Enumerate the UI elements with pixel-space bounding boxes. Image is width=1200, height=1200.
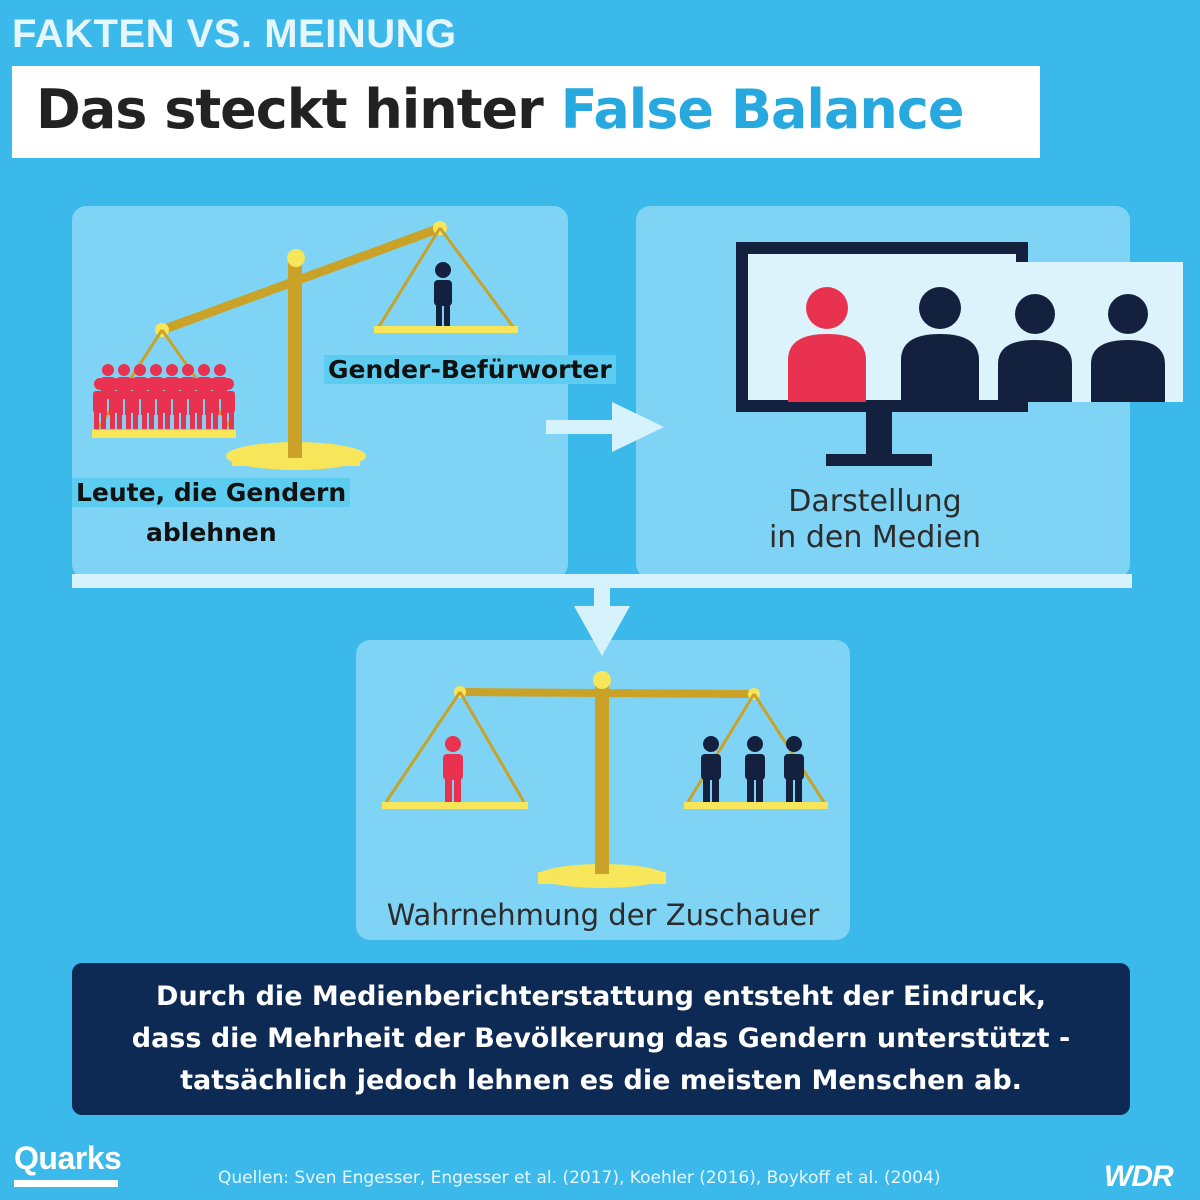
- perceived-supporters-group-icon: [701, 736, 804, 802]
- title-banner: Das steckt hinter False Balance: [12, 66, 1040, 158]
- summary-line-2: dass die Mehrheit der Bevölkerung das Ge…: [131, 1023, 1071, 1054]
- scale-beam: [157, 223, 445, 335]
- crowd-person-icon: [109, 378, 123, 429]
- scale-string: [686, 693, 756, 803]
- quarks-logo-underline: [14, 1180, 118, 1187]
- title-text: Das steckt hinter: [36, 78, 561, 141]
- scale-pole: [288, 262, 302, 458]
- opponents-crowd-icon: [93, 364, 235, 429]
- tv-opponent-person-icon: [788, 287, 866, 402]
- title-accent-text: False Balance: [560, 78, 965, 141]
- scale-right-pan: [684, 802, 828, 809]
- scale-pivot: [593, 671, 611, 689]
- reality-balance-scale-icon: [92, 221, 664, 470]
- crowd-person-icon: [173, 378, 187, 429]
- scale-base-foot: [538, 872, 666, 884]
- crowd-person-icon: [205, 378, 219, 429]
- crowd-person-icon: [125, 378, 139, 429]
- scale-string: [438, 227, 516, 329]
- scale-base-foot: [232, 452, 360, 466]
- perception-caption: Wahrnehmung der Zuschauer: [386, 898, 820, 932]
- page-title: Das steckt hinter False Balance: [36, 78, 965, 141]
- tv-supporter-person-icon: [901, 287, 1165, 402]
- perceived-opponent-person-icon: [443, 736, 463, 802]
- arrow-right-icon: [546, 402, 664, 452]
- tv-screen-icon: [574, 242, 1183, 656]
- crowd-person-icon: [157, 378, 171, 429]
- scale-beam: [456, 688, 758, 698]
- sources-text: Quellen: Sven Engesser, Engesser et al. …: [218, 1168, 941, 1188]
- summary-box: Durch die Medienberichterstattung entste…: [72, 963, 1130, 1115]
- scale-left-pan: [382, 802, 528, 809]
- tv-foot: [826, 454, 932, 466]
- crowd-person-icon: [189, 378, 203, 429]
- opponents-label-line2: ablehnen: [146, 518, 277, 547]
- crowd-person-icon: [93, 378, 107, 429]
- media-caption-line2: in den Medien: [768, 520, 982, 555]
- scale-pivot: [287, 249, 305, 267]
- scale-right-pan: [374, 326, 518, 333]
- scale-string: [384, 691, 462, 803]
- tv-stand: [866, 412, 892, 456]
- quarks-logo: Quarks: [14, 1140, 122, 1176]
- opponents-label-line1: Leute, die Gendern: [72, 478, 351, 507]
- scale-pole: [595, 682, 609, 874]
- arrow-down-icon: [574, 580, 630, 656]
- crowd-person-icon: [141, 378, 155, 429]
- crowd-person-icon: [221, 378, 235, 429]
- scale-string: [458, 691, 526, 803]
- summary-line-1: Durch die Medienberichterstattung entste…: [156, 981, 1046, 1012]
- supporters-label: Gender-Befürworter: [324, 355, 616, 384]
- scale-string: [376, 227, 442, 329]
- scale-left-pan: [92, 430, 236, 438]
- wdr-logo: WDR: [1104, 1160, 1174, 1193]
- summary-line-3: tatsächlich jedoch lehnen es die meisten…: [180, 1065, 1022, 1096]
- kicker-headline: FAKTEN VS. MEINUNG: [12, 12, 457, 56]
- supporter-person-icon: [434, 262, 452, 326]
- media-caption-line1: Darstellung: [788, 484, 962, 519]
- perception-balance-scale-icon: [382, 671, 828, 888]
